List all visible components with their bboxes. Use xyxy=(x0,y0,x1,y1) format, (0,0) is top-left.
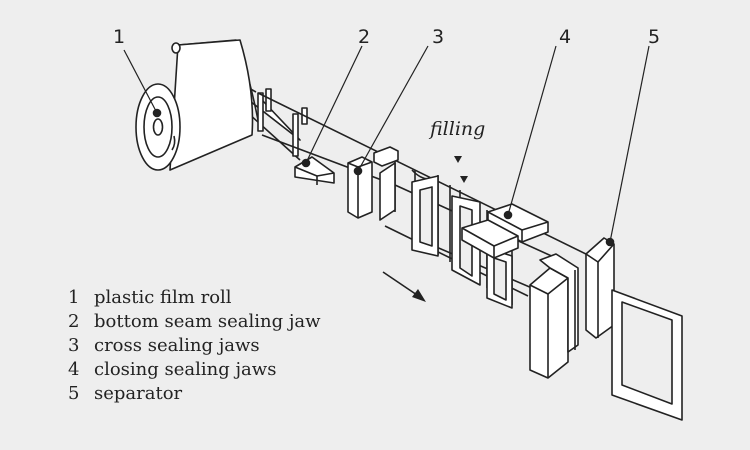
callout-5: 5 xyxy=(648,26,660,48)
legend-item: 4 closing sealing jaws xyxy=(68,358,321,382)
legend-item: 3 cross sealing jaws xyxy=(68,334,321,358)
legend-item: 2 bottom seam sealing jaw xyxy=(68,310,321,334)
legend-label: separator xyxy=(94,383,183,404)
lower-sealing-jaws xyxy=(529,253,579,379)
callout-4: 4 xyxy=(559,26,571,48)
movement-direction-arrow xyxy=(382,271,426,302)
legend-item: 5 separator xyxy=(68,382,321,406)
legend-label: closing sealing jaws xyxy=(94,359,277,380)
legend-number: 2 xyxy=(68,311,80,332)
legend-label: plastic film roll xyxy=(94,287,232,308)
closing-sealing-jaws xyxy=(461,203,549,259)
filling-arrow xyxy=(454,156,462,163)
filling-label: filling xyxy=(428,118,485,140)
legend: 1 plastic film roll 2 bottom seam sealing … xyxy=(68,286,321,406)
bottom-seam-sealing-jaw xyxy=(294,156,335,185)
separator xyxy=(585,237,615,339)
legend-number: 5 xyxy=(68,383,80,404)
callout-2: 2 xyxy=(358,26,370,48)
legend-item: 1 plastic film roll xyxy=(68,286,321,310)
callout-1: 1 xyxy=(113,26,125,48)
legend-label: bottom seam sealing jaw xyxy=(94,311,321,332)
legend-number: 3 xyxy=(68,335,80,356)
cross-sealing-jaws xyxy=(347,146,399,219)
legend-label: cross sealing jaws xyxy=(94,335,260,356)
leader-lines xyxy=(123,45,650,243)
legend-number: 1 xyxy=(68,287,80,308)
legend-number: 4 xyxy=(68,359,80,380)
finished-bag xyxy=(611,289,683,421)
filling-arrow xyxy=(460,176,468,183)
callout-3: 3 xyxy=(432,26,444,48)
